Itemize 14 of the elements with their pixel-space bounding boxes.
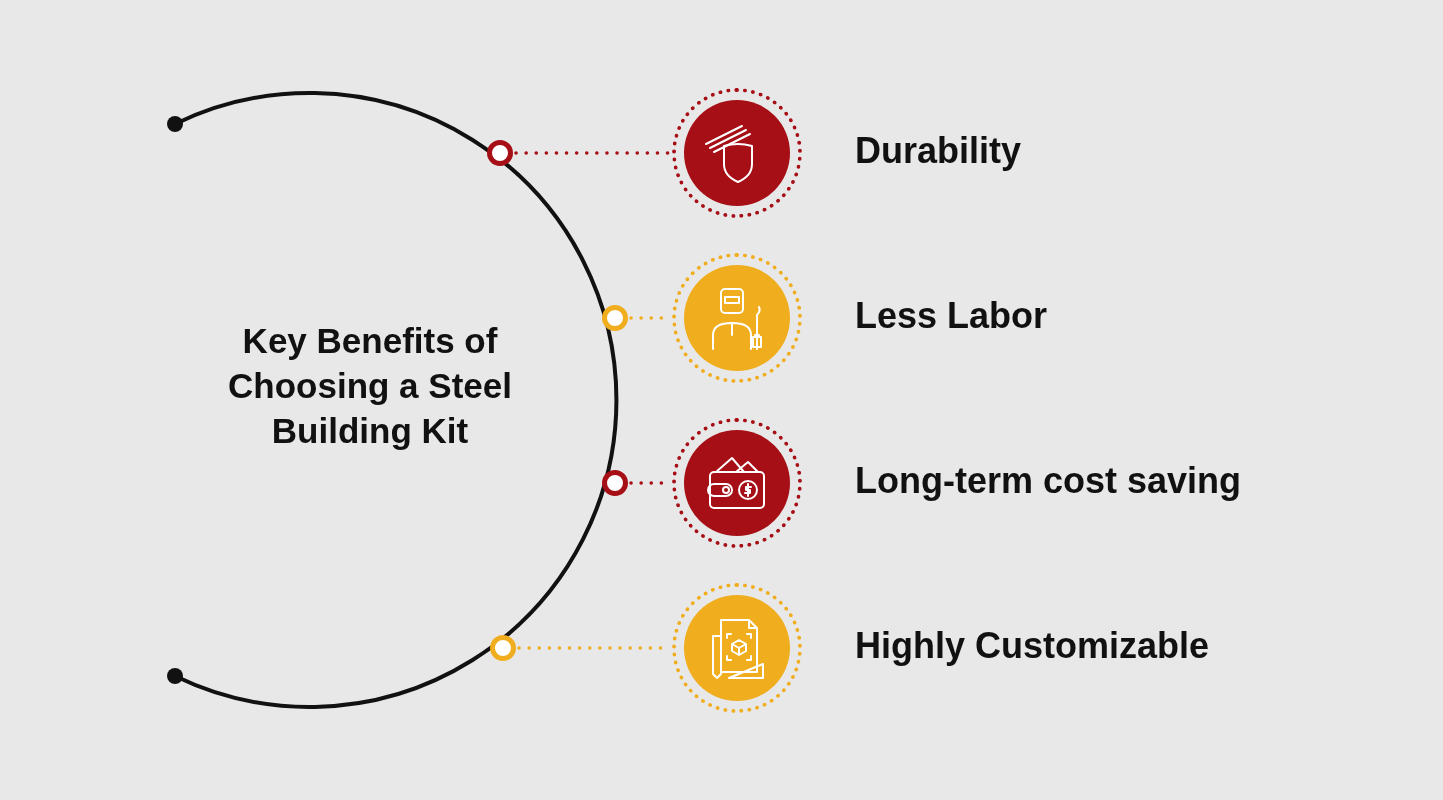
benefit-label: Long-term cost saving: [855, 459, 1242, 503]
ring-marker: [490, 635, 516, 661]
icon-circle: [672, 418, 802, 548]
benefit-label: Durability: [855, 129, 1022, 173]
dotted-connector: [514, 151, 671, 155]
benefit-label: Less Labor: [855, 294, 1048, 338]
ring-marker: [602, 470, 628, 496]
icon-circle: [672, 253, 802, 383]
icon-circle: [672, 583, 802, 713]
ring-marker: [487, 140, 513, 166]
diagram-title: Key Benefits of Choosing a Steel Building Kit: [227, 320, 513, 452]
icon-circle: [672, 88, 802, 218]
benefit-label: Highly Customizable: [855, 624, 1210, 668]
ring-marker: [602, 305, 628, 331]
